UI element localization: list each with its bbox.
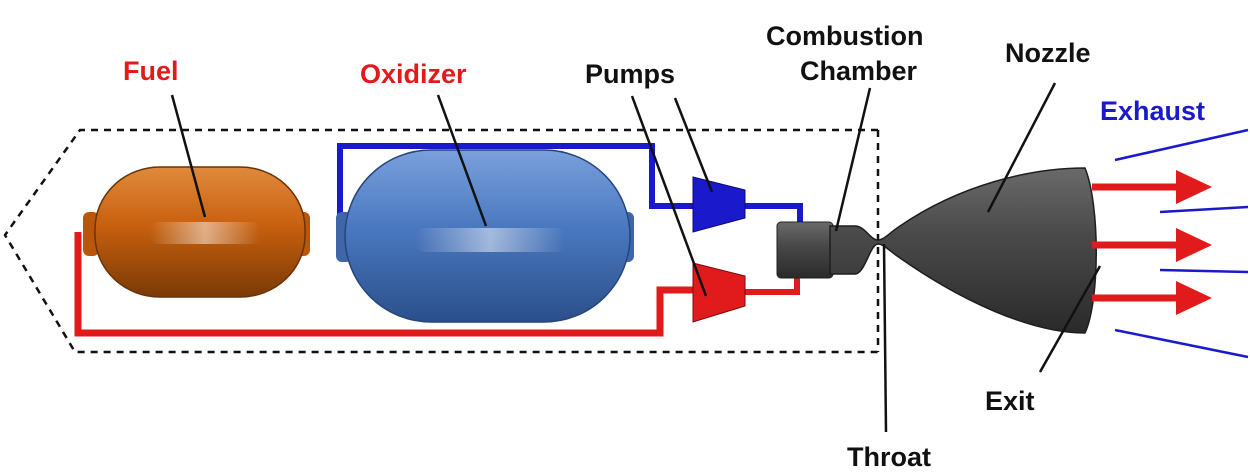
- exhaust-label: Exhaust: [1100, 96, 1205, 126]
- engine: [776, 167, 1097, 334]
- oxidizer-label: Oxidizer: [360, 59, 467, 89]
- pumps-label: Pumps: [585, 59, 675, 89]
- leader-lines: [170, 82, 1102, 433]
- oxidizer-tank: [336, 149, 634, 323]
- fuel-label: Fuel: [123, 56, 179, 86]
- vehicle-outline: [3, 128, 878, 354]
- exhaust-arrows: [1092, 170, 1212, 315]
- oxidizer-line: [337, 143, 697, 230]
- combustion-chamber-label-line2: Chamber: [800, 56, 918, 86]
- oxidizer-pump: [692, 176, 746, 233]
- exit-label: Exit: [985, 386, 1035, 416]
- nozzle-label: Nozzle: [1005, 38, 1091, 68]
- fuel-pump: [692, 262, 746, 323]
- fuel-tank: [83, 166, 310, 298]
- combustion-chamber-label-line1: Combustion: [766, 21, 923, 51]
- fuel-line: [74, 232, 697, 337]
- exhaust-plume-lines: [1114, 128, 1249, 359]
- throat-label: Throat: [847, 442, 931, 472]
